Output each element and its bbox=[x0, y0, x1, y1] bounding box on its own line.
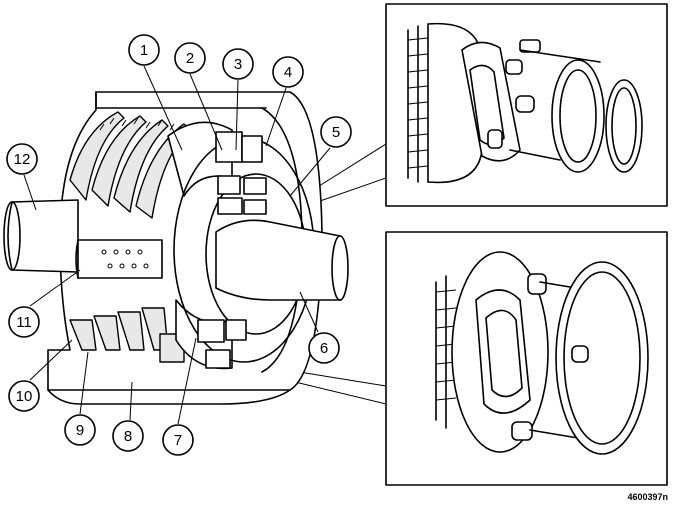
roller-elements bbox=[197, 131, 267, 369]
spring-pack bbox=[75, 239, 163, 279]
svg-text:8: 8 bbox=[124, 428, 132, 445]
callout-5: 5 bbox=[289, 116, 352, 197]
svg-text:7: 7 bbox=[174, 432, 182, 449]
top-detail-drawing bbox=[407, 22, 643, 184]
svg-text:10: 10 bbox=[16, 388, 33, 405]
callout-7: 7 bbox=[162, 337, 197, 456]
callout-2: 2 bbox=[174, 42, 223, 151]
callout-4: 4 bbox=[265, 56, 304, 147]
callout-10: 10 bbox=[8, 339, 73, 412]
callout-12: 12 bbox=[6, 143, 38, 211]
callout-9: 9 bbox=[64, 351, 96, 446]
callout-8: 8 bbox=[112, 381, 144, 452]
drawing-code: 4600397n bbox=[627, 492, 668, 502]
svg-text:5: 5 bbox=[332, 124, 340, 141]
svg-text:1: 1 bbox=[140, 42, 148, 59]
clutch-disc-stack bbox=[69, 111, 191, 363]
svg-text:9: 9 bbox=[76, 422, 84, 439]
callout-1: 1 bbox=[128, 34, 183, 151]
svg-text:6: 6 bbox=[320, 340, 328, 357]
output-shaft bbox=[215, 219, 349, 301]
svg-text:4: 4 bbox=[284, 64, 292, 81]
svg-text:3: 3 bbox=[234, 56, 242, 73]
svg-text:12: 12 bbox=[14, 151, 31, 168]
svg-text:11: 11 bbox=[16, 314, 32, 331]
callout-6: 6 bbox=[299, 291, 340, 364]
input-shaft bbox=[3, 199, 79, 273]
svg-text:2: 2 bbox=[186, 50, 194, 67]
bottom-detail-drawing bbox=[435, 251, 649, 455]
callout-3: 3 bbox=[222, 48, 254, 151]
callout-11: 11 bbox=[8, 269, 81, 338]
